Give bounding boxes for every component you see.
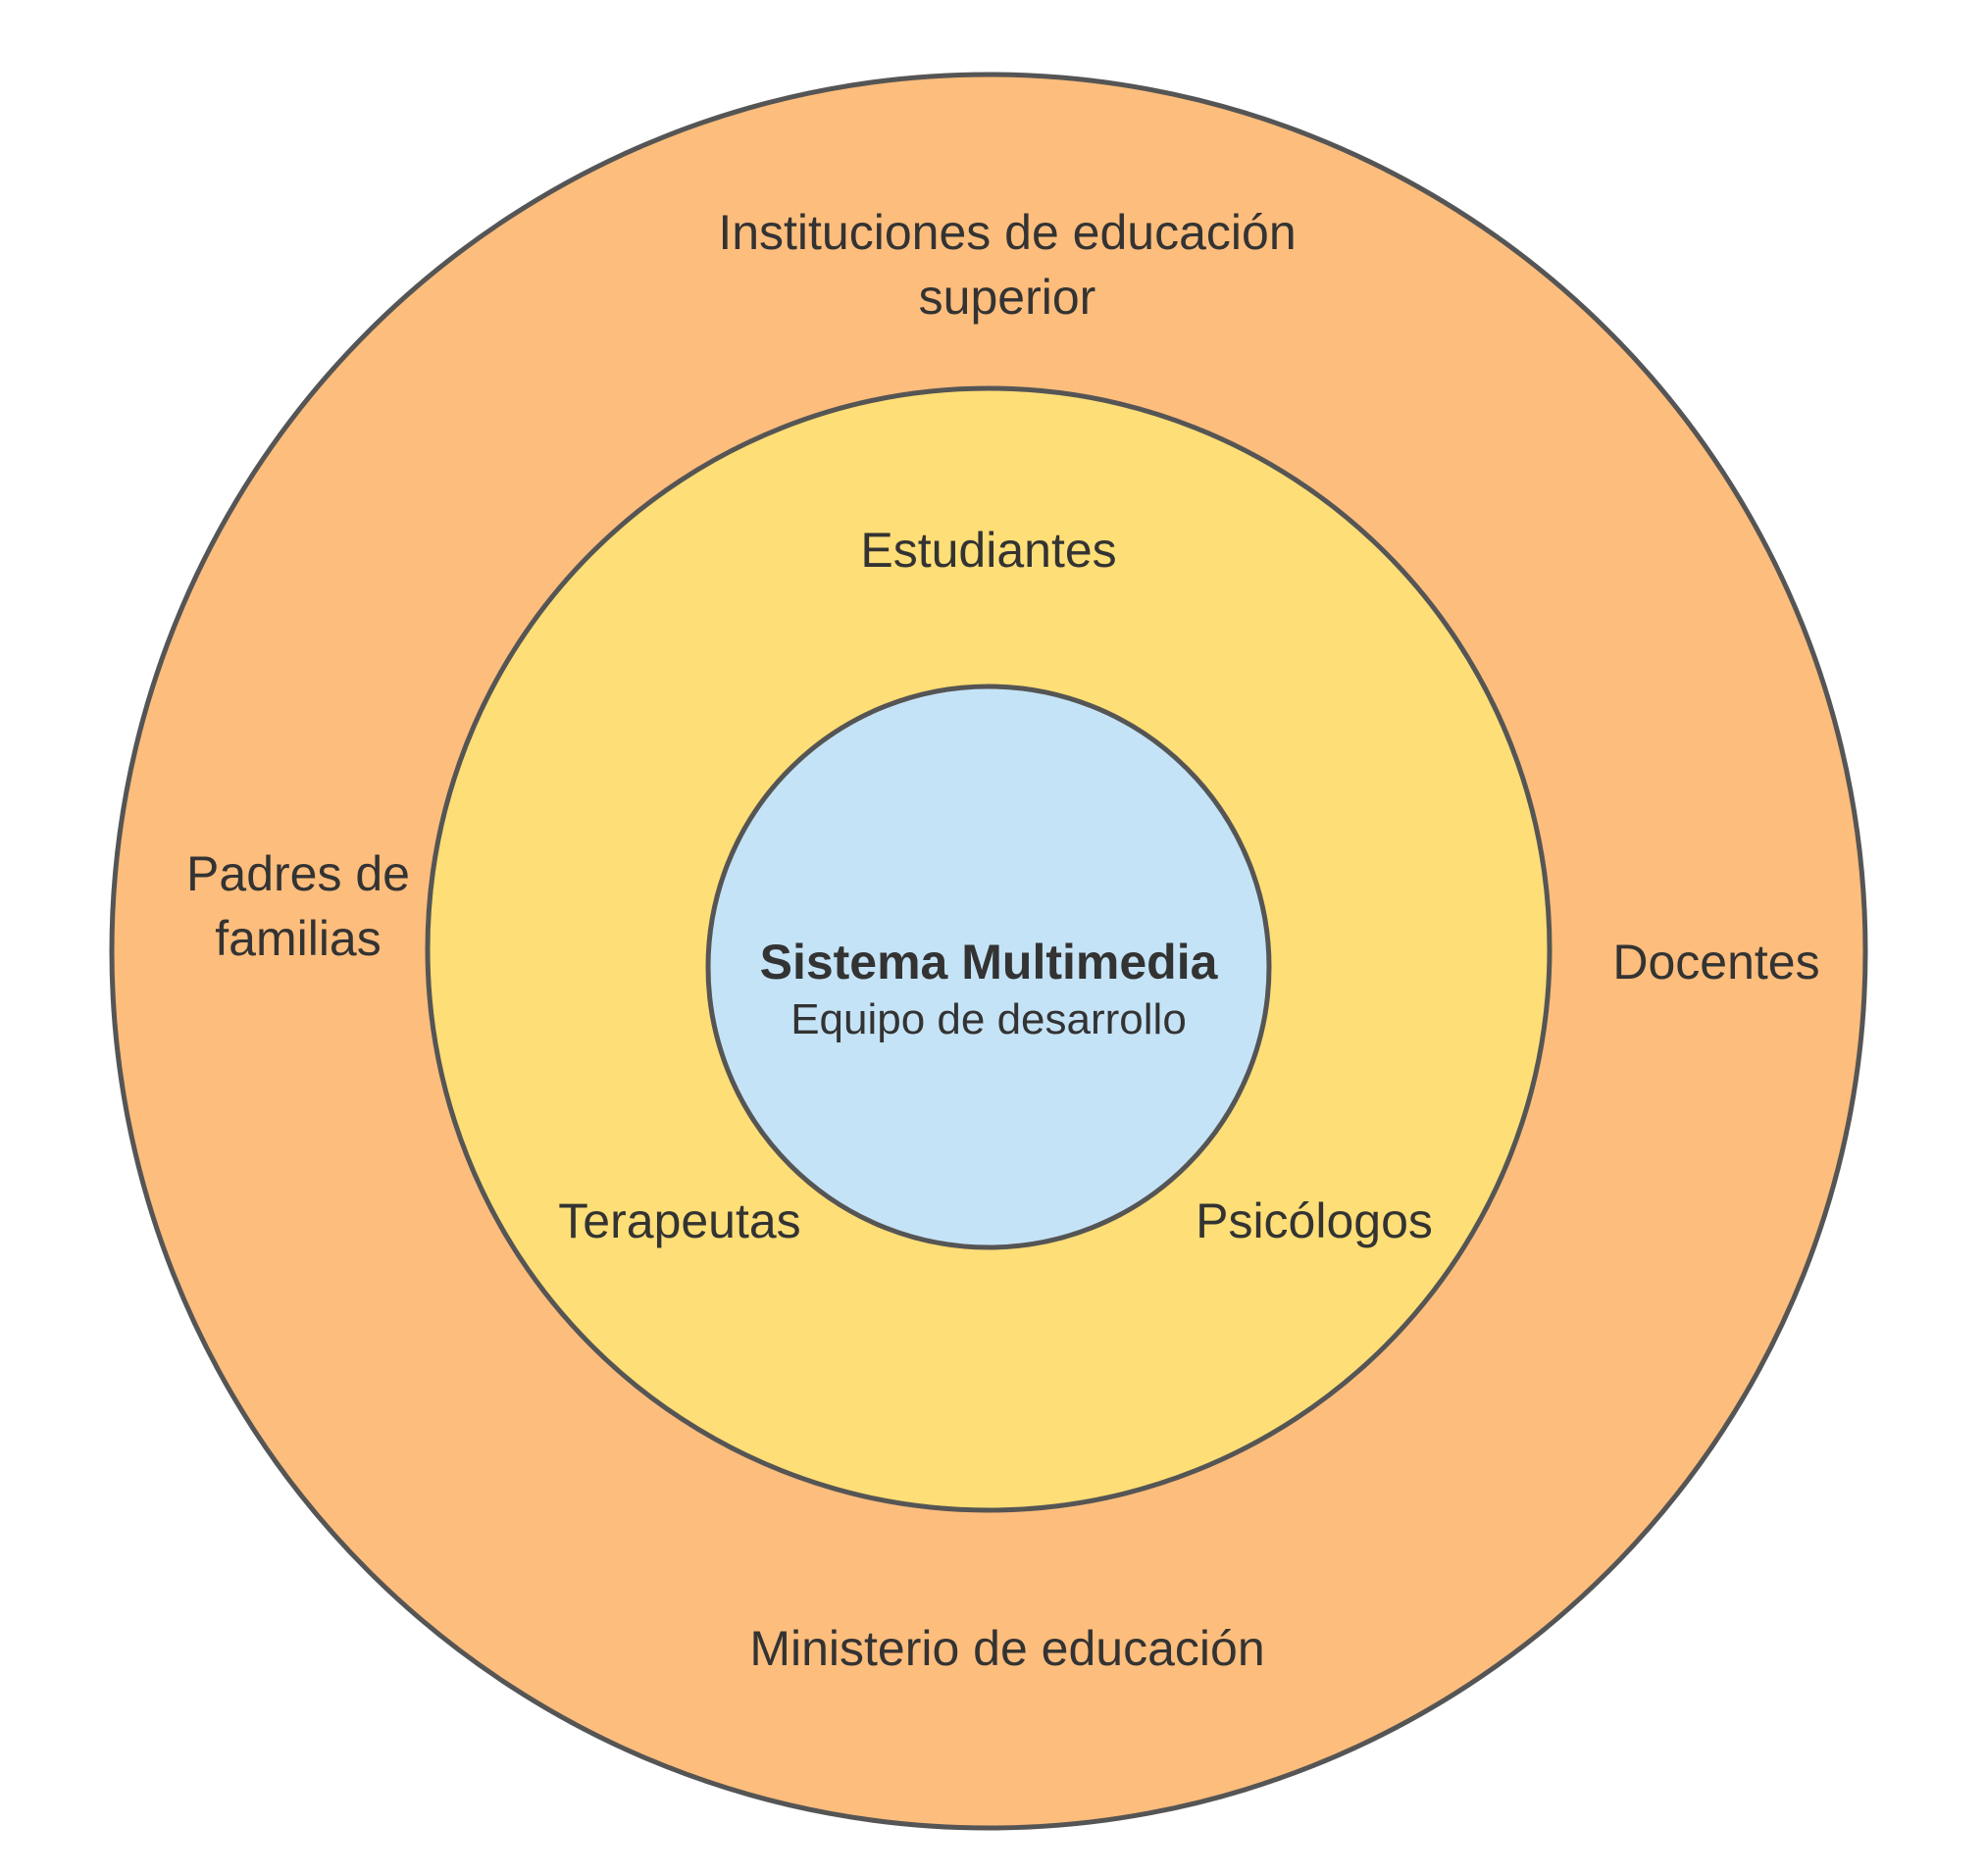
core-circle-stroke [705,684,1272,1250]
outer-label-left-line1: Padres de [186,846,410,901]
core-circle [708,686,1269,1247]
outer-label-left-line2: familias [215,911,381,966]
middle-label-bottom-right: Psicólogos [1196,1193,1433,1248]
core-title: Sistema Multimedia [760,935,1219,989]
outer-label-top-line2: superior [919,270,1096,325]
outer-ring-stroke [109,72,1868,1831]
middle-label-bottom-left: Terapeutas [558,1193,800,1248]
middle-label-top: Estudiantes [860,523,1116,578]
middle-ring-stroke [425,385,1553,1513]
core-subtitle: Equipo de desarrollo [790,995,1187,1043]
outer-label-right: Docentes [1612,935,1819,989]
outer-label-top-line1: Instituciones de educación [718,205,1296,260]
outer-label-bottom: Ministerio de educación [749,1621,1264,1676]
